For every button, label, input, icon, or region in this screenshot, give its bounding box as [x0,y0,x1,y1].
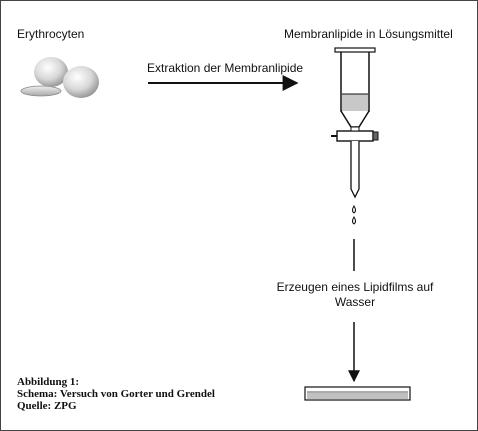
caption-line: Abbildung 1: [17,376,80,388]
erythrocyte-cell [63,66,99,98]
extraction-label: Extraktion der Membranlipide [147,61,304,75]
caption-line: Schema: Versuch von Gorter und Grendel [17,388,215,400]
erythrocyte-cell [34,57,68,87]
burette-liquid [342,94,368,111]
water-surface [307,393,408,399]
erythrocyte-disc [20,85,62,97]
burette-illustration [331,47,379,199]
lipid-film-label: Erzeugen eines Lipidfilms auf Wasser [276,280,434,309]
membrane-lipids-label: Membranlipide in Lösungsmittel [284,27,453,41]
stopcock [336,130,374,142]
droplets [352,205,356,225]
caption-line: Quelle: ZPG [17,400,77,412]
figure-caption: Abbildung 1: Schema: Versuch von Gorter … [17,376,215,412]
erythrocytes-illustration [20,57,99,98]
water-tray [304,386,411,401]
erythrocytes-label: Erythrocyten [17,27,85,41]
